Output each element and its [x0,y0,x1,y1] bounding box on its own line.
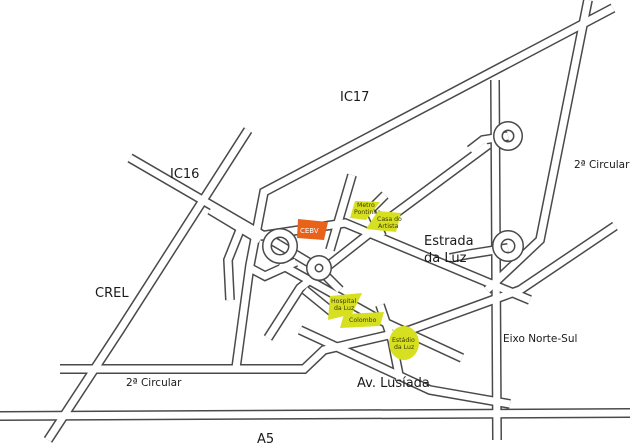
poi-hospital-da-luz[interactable]: Hospital da Luz [328,293,362,320]
poi-metro-label-2: Pontinha [354,209,381,216]
label-estrada-line1: Estrada [424,234,474,249]
label-ic16: IC16 [170,167,199,182]
poi-hospital-marker[interactable] [328,293,362,320]
poi-hospital-label-1: Hospital [331,298,357,305]
road-loop-fill [224,228,244,301]
poi-estadio-label-2: da Luz [394,344,414,351]
poi-colombo-label: Colombo [349,317,377,324]
poi-colombo-marker[interactable] [340,312,384,328]
roundabout-top-right-fill [494,122,522,150]
road-2a-circular-right-fill [484,0,592,293]
label-2a-circular-right: 2ª Circular [574,159,630,171]
label-ic17: IC17 [340,90,369,105]
label-estrada-line2: da Luz [424,251,467,266]
poi-estadio-label-1: Estádio [392,336,415,344]
poi-casa-do-artista[interactable]: Casa do Artista [366,211,402,232]
poi-estadio-marker[interactable] [389,326,419,360]
road-west-link-fill [248,258,298,280]
road-labels: IC17 IC16 CREL 2ª Circular Estrada da Lu… [95,90,630,447]
poi-casa-label-1: Casa do [377,216,402,223]
poi-casa-label-2: Artista [378,223,399,230]
road-south-east-fill [298,326,511,408]
road-crel-fill [45,128,251,442]
label-av-lusiada: Av. Lusíada [357,376,430,391]
poi-colombo[interactable]: Colombo [340,312,384,328]
label-2a-circular-left: 2ª Circular [126,377,182,389]
poi-metro-label-1: Metro [357,202,375,209]
poi-hospital-label-2: da Luz [334,305,354,312]
poi-estadio-da-luz[interactable]: Estádio da Luz [389,326,419,360]
roundabout-ic16-fill [263,229,297,263]
poi-cebv-marker[interactable] [297,219,328,240]
poi-metro-pontinha[interactable]: Metro Pontinha [350,201,381,220]
poi-cebv[interactable]: CEBV [297,219,328,240]
roundabouts [262,121,524,281]
road-north-a-fill [326,174,356,251]
road-upper-link-fill [208,206,262,244]
road-short-a-fill [302,287,335,315]
road-2a-circular-left-fill [60,223,617,373]
poi-casa-marker[interactable] [366,211,401,232]
roundabout-center-fill [307,256,331,280]
roundabout-mid-right-fill [493,231,523,261]
poi-metro-marker[interactable] [350,201,380,220]
poi-cebv-label: CEBV [300,227,319,235]
label-eixo-norte-sul: Eixo Norte-Sul [503,333,577,345]
label-crel: CREL [95,286,129,301]
label-a5: A5 [257,432,274,447]
road-a5-fill [0,409,630,420]
road-ic17-fill [232,4,615,369]
road-diag-main-fill [265,142,491,340]
